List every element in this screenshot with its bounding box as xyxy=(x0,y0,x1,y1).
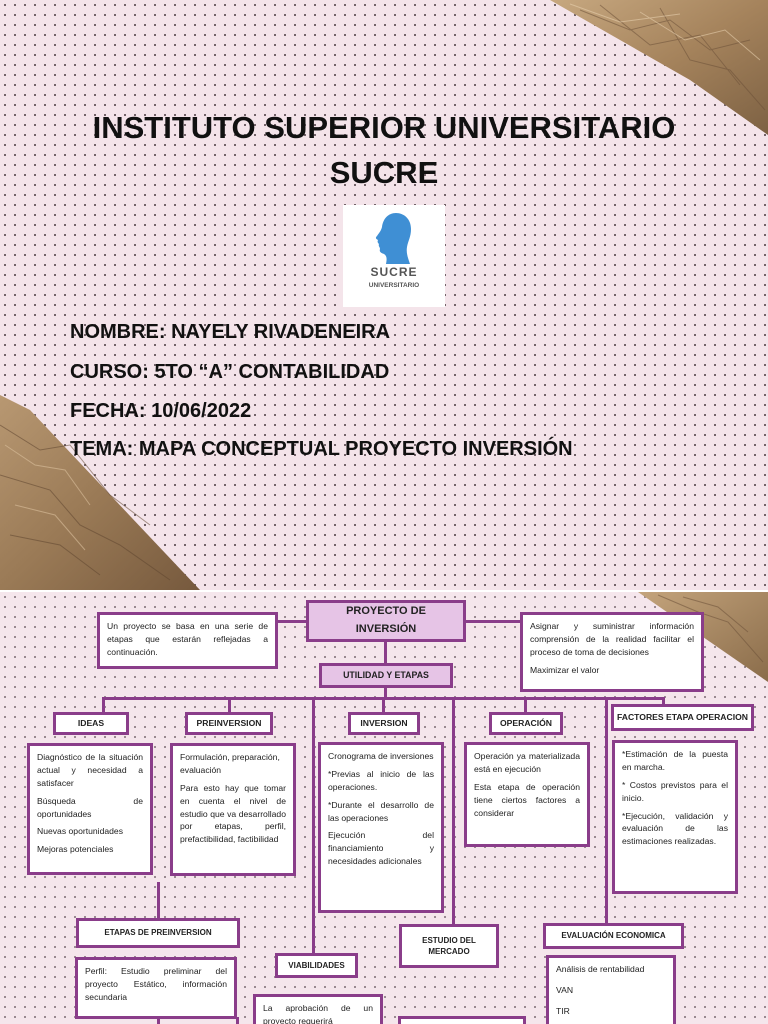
evaluacion-item-3: TIR xyxy=(556,1005,570,1016)
header-estudio-mercado: ESTUDIO DEL MERCADO xyxy=(399,924,499,968)
preinversion-box: Formulación, preparación, evaluación Par… xyxy=(170,743,296,876)
ideas-item-4: Mejoras potenciales xyxy=(37,844,114,855)
factores-item-3: *Ejecución, validación y evaluación de l… xyxy=(622,810,728,847)
connector-etapas xyxy=(157,882,160,922)
connector-estudio xyxy=(452,697,455,925)
crumpled-paper-left xyxy=(0,395,200,590)
header-etapas-preinversion: ETAPAS DE PREINVERSION xyxy=(76,918,240,948)
connector-root-down xyxy=(384,640,387,664)
root-node-proyecto-inversion: PROYECTO DE INVERSIÓN xyxy=(306,600,466,642)
factores-item-1: *Estimación de la puesta en marcha. xyxy=(622,749,728,772)
left-note-text: Un proyecto se basa en una serie de etap… xyxy=(107,621,268,657)
header-factores-etapa-operacion: FACTORES ETAPA OPERACION xyxy=(611,704,754,731)
right-note-box: Asignar y suministrar información compre… xyxy=(520,612,704,692)
inversion-item-2: *Previas al inicio de las operaciones. xyxy=(328,768,434,792)
header-evaluacion-economica: EVALUACIÓN ECONOMICA xyxy=(543,923,684,949)
etapas-text: Perfil: Estudio preliminar del proyecto … xyxy=(85,966,227,1002)
date: FECHA: 10/06/2022 xyxy=(70,400,252,422)
ideas-item-1: Diagnóstico de la situación actual y nec… xyxy=(37,752,143,788)
ideas-item-3: Nuevas oportunidades xyxy=(37,826,123,837)
connector-preinversion xyxy=(228,697,231,712)
inversion-box: Cronograma de inversiones *Previas al in… xyxy=(318,742,444,913)
header-ideas: IDEAS xyxy=(53,712,129,735)
estudio-line2: MERCADO xyxy=(428,947,470,956)
cover-slide: INSTITUTO SUPERIOR UNIVERSITARIO SUCRE S… xyxy=(0,0,768,590)
connector-inversion xyxy=(382,697,385,712)
concept-map-slide: PROYECTO DE INVERSIÓN Un proyecto se bas… xyxy=(0,592,768,1024)
connector-left-note xyxy=(276,620,308,623)
inversion-item-1: Cronograma de inversiones xyxy=(328,751,434,761)
connector-operacion xyxy=(524,697,527,712)
operacion-item-1: Operación ya materializada está en ejecu… xyxy=(474,751,580,774)
connector-right-note xyxy=(464,620,522,623)
factores-item-2: * Costos previstos para el inicio. xyxy=(622,779,728,803)
connector-right-lower xyxy=(236,1017,239,1024)
connector-viabilidades xyxy=(312,697,315,953)
inversion-item-4: Ejecución del financiamiento y necesidad… xyxy=(328,830,434,867)
evaluacion-item-2: VAN xyxy=(556,984,574,995)
left-note-box: Un proyecto se basa en una serie de etap… xyxy=(97,612,278,669)
header-inversion: INVERSION xyxy=(348,712,420,735)
page-separator xyxy=(0,590,768,592)
right-note-text-2: Maximizar el valor xyxy=(530,664,600,675)
etapas-box: Perfil: Estudio preliminar del proyecto … xyxy=(75,957,237,1019)
header-preinversion: PREINVERSION xyxy=(185,712,273,735)
operacion-item-2: Esta etapa de operación tiene ciertos fa… xyxy=(474,781,580,818)
institute-title-line2: SUCRE xyxy=(329,155,439,190)
topic: TEMA: MAPA CONCEPTUAL PROYECTO INVERSIÓN xyxy=(70,438,573,460)
viabilidades-text: La aprobación de un proyecto requerirá xyxy=(263,1003,373,1024)
connector-etapas-down xyxy=(157,1014,160,1024)
institute-title-line1: INSTITUTO SUPERIOR UNIVERSITARIO xyxy=(92,110,676,145)
preinversion-item-2: Para esto hay que tomar en cuenta el niv… xyxy=(180,782,286,845)
header-operacion: OPERACIÓN xyxy=(489,712,563,735)
evaluacion-item-1: Análisis de rentabilidad xyxy=(556,964,645,974)
estudio-box xyxy=(398,1016,526,1024)
root-line2: INVERSIÓN xyxy=(355,623,417,635)
student-name: NOMBRE: NAYELY RIVADENEIRA xyxy=(70,321,391,343)
logo-subtitle: UNIVERSITARIO xyxy=(368,282,420,289)
estudio-line1: ESTUDIO DEL xyxy=(422,935,476,945)
connector-evaluacion xyxy=(605,697,608,923)
connector-ideas xyxy=(102,697,105,712)
logo-name: SUCRE xyxy=(370,265,418,279)
connector-factores xyxy=(662,697,665,707)
ideas-box: Diagnóstico de la situación actual y nec… xyxy=(27,743,153,875)
utilidad-etapas-node: UTILIDAD Y ETAPAS xyxy=(319,663,453,688)
course: CURSO: 5TO “A” CONTABILIDAD xyxy=(70,361,390,383)
profile-head-icon xyxy=(375,213,411,264)
ideas-item-2: Búsqueda de oportunidades xyxy=(37,795,143,819)
preinversion-item-1: Formulación, preparación, evaluación xyxy=(180,752,280,775)
header-viabilidades: VIABILIDADES xyxy=(275,953,358,978)
right-note-text-1: Asignar y suministrar información compre… xyxy=(530,621,694,657)
evaluacion-box: Análisis de rentabilidad VAN TIR xyxy=(546,955,676,1024)
inversion-item-3: *Durante el desarrollo de las operacione… xyxy=(328,799,434,823)
viabilidades-box: La aprobación de un proyecto requerirá xyxy=(253,994,383,1024)
crumpled-paper-top-right xyxy=(550,0,768,135)
utilidad-label: UTILIDAD Y ETAPAS xyxy=(343,670,429,681)
factores-box: *Estimación de la puesta en marcha. * Co… xyxy=(612,740,738,894)
root-line1: PROYECTO DE xyxy=(346,605,426,618)
sucre-logo: SUCRE UNIVERSITARIO xyxy=(343,205,445,307)
operacion-box: Operación ya materializada está en ejecu… xyxy=(464,742,590,847)
connector-utilidad-down xyxy=(384,686,387,700)
